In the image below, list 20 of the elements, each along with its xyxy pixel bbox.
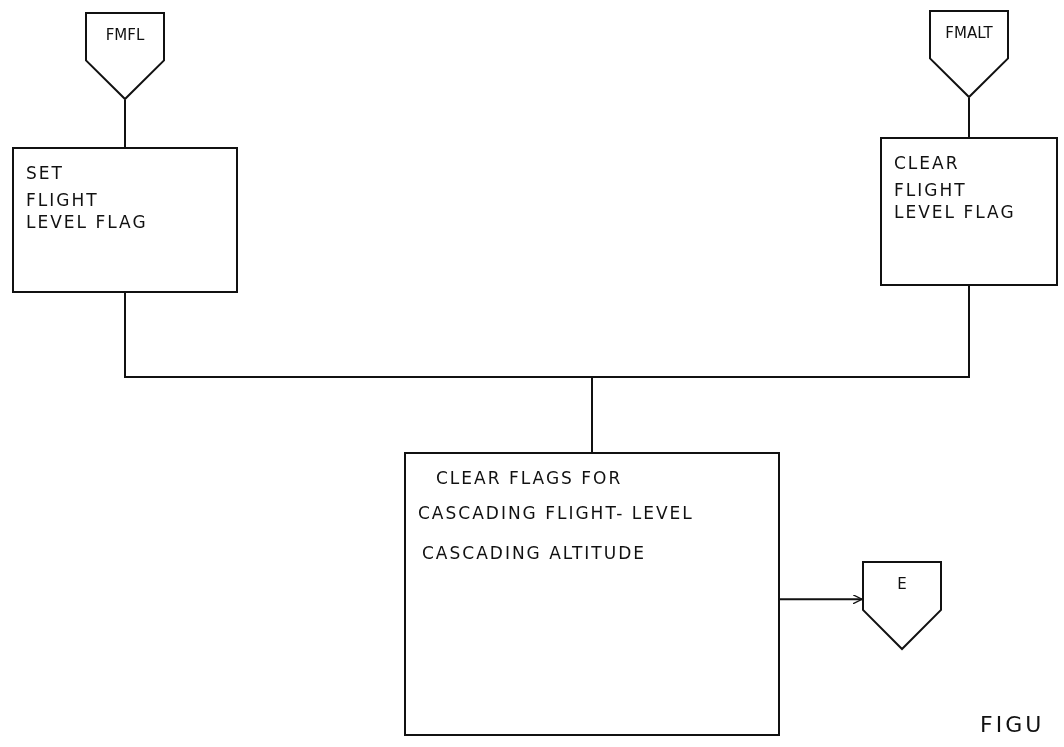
figure-caption: FIGU — [980, 712, 1045, 737]
flow-line — [124, 99, 126, 148]
box-text: CLEAR FLAGS FOR — [436, 468, 624, 490]
box-text: CASCADING ALTITUDE — [422, 542, 647, 564]
flow-line — [968, 97, 970, 138]
connector-label: E — [896, 575, 908, 594]
process-box — [880, 137, 1058, 286]
process-box — [404, 452, 780, 736]
arrow — [779, 594, 863, 605]
offpage-connector — [929, 10, 1009, 98]
connector-label: FMALT — [944, 24, 994, 43]
box-text: CASCADING FLIGHT- LEVEL — [418, 503, 695, 525]
offpage-connector — [862, 561, 942, 650]
offpage-connector — [85, 12, 165, 100]
box-text: CLEAR — [894, 153, 961, 175]
box-text: FLIGHT LEVEL FLAG — [894, 180, 1017, 223]
box-text: FLIGHT LEVEL FLAG — [26, 190, 149, 233]
connector-label: FMFL — [104, 26, 146, 45]
process-box — [12, 147, 238, 293]
box-text: SET — [26, 163, 65, 185]
